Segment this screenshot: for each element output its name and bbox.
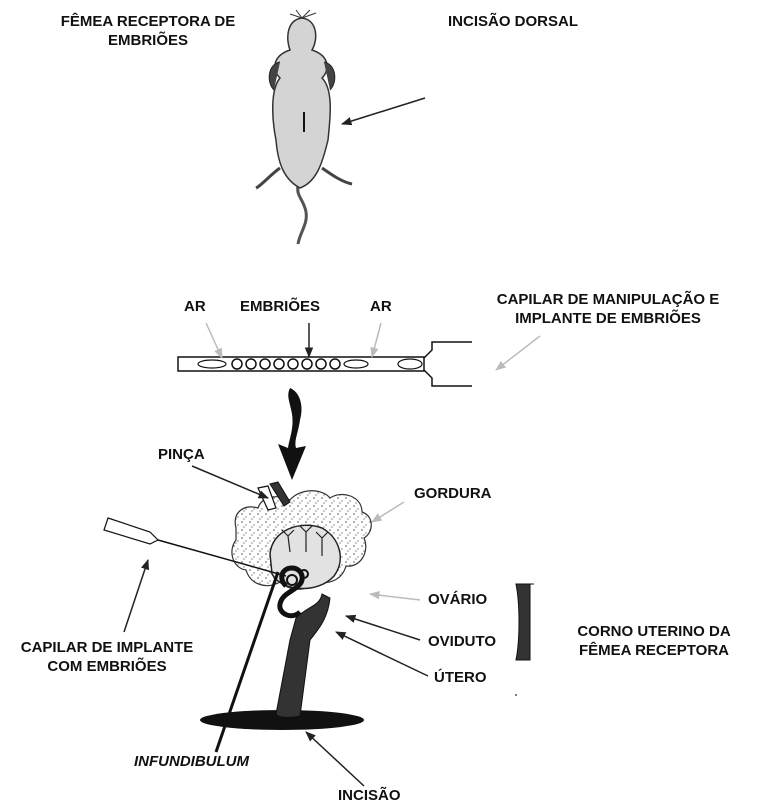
label-female-recipient-line2: EMBRIÕES: [107, 32, 188, 49]
label-capillary-implant: CAPILAR DE IMPLANTE COM EMBRIÕES: [4, 638, 210, 676]
embryo-row: [231, 358, 341, 370]
label-embryos: EMBRIÕES: [240, 298, 321, 315]
label-uterus: ÚTERO: [434, 669, 487, 686]
incision-opening: [200, 710, 364, 730]
label-dorsal-incision: INCISÃO DORSAL: [448, 13, 579, 30]
air-bubble-right: [343, 359, 369, 369]
label-ovary: OVÁRIO: [428, 591, 488, 608]
forceps-tip-2: [269, 481, 291, 507]
label-capillary-implant-line2: COM EMBRIÕES: [47, 658, 167, 675]
label-oviduct: OVIDUTO: [428, 633, 497, 650]
label-uterine-horn-line2: FÊMEA RECEPTORA: [578, 642, 729, 659]
label-capillary-manipulation-line1: CAPILAR DE MANIPULAÇÃO E: [496, 291, 720, 308]
mouse-figure: [255, 9, 353, 245]
label-capillary-manipulation-line2: IMPLANTE DE EMBRIÕES: [515, 310, 701, 327]
label-infundibulum: INFUNDIBULUM: [134, 753, 249, 770]
capillary-tube: [177, 341, 472, 387]
label-capillary-implant-line1: CAPILAR DE IMPLANTE: [20, 639, 194, 656]
transfer-arrow: [278, 388, 306, 480]
label-uterine-horn: CORNO UTERINO DA FÊMEA RECEPTORA: [564, 622, 744, 660]
oviduct: [277, 565, 305, 619]
label-air-right: AR: [370, 298, 392, 315]
label-uterine-horn-line1: CORNO UTERINO DA: [577, 623, 731, 640]
label-fat: GORDURA: [414, 485, 492, 502]
label-air-left: AR: [184, 298, 206, 315]
implant-capillary-shaft: [214, 571, 280, 753]
label-female-recipient: FÊMEA RECEPTORA DE EMBRIÕES: [28, 12, 268, 50]
uterus-shape: [275, 593, 331, 718]
label-forceps: PINÇA: [158, 446, 205, 463]
implant-needle: [157, 539, 287, 577]
implant-syringe: [103, 517, 160, 545]
air-bubble-left: [197, 359, 227, 369]
uterine-horn-shape: [515, 583, 531, 661]
surgical-scene: [103, 481, 534, 753]
label-capillary-manipulation: CAPILAR DE MANIPULAÇÃO E IMPLANTE DE EMB…: [474, 290, 742, 328]
dorsal-incision-arrow: [340, 97, 426, 126]
label-incision: INCISÃO: [338, 787, 401, 804]
label-female-recipient-line1: FÊMEA RECEPTORA DE: [60, 13, 236, 30]
